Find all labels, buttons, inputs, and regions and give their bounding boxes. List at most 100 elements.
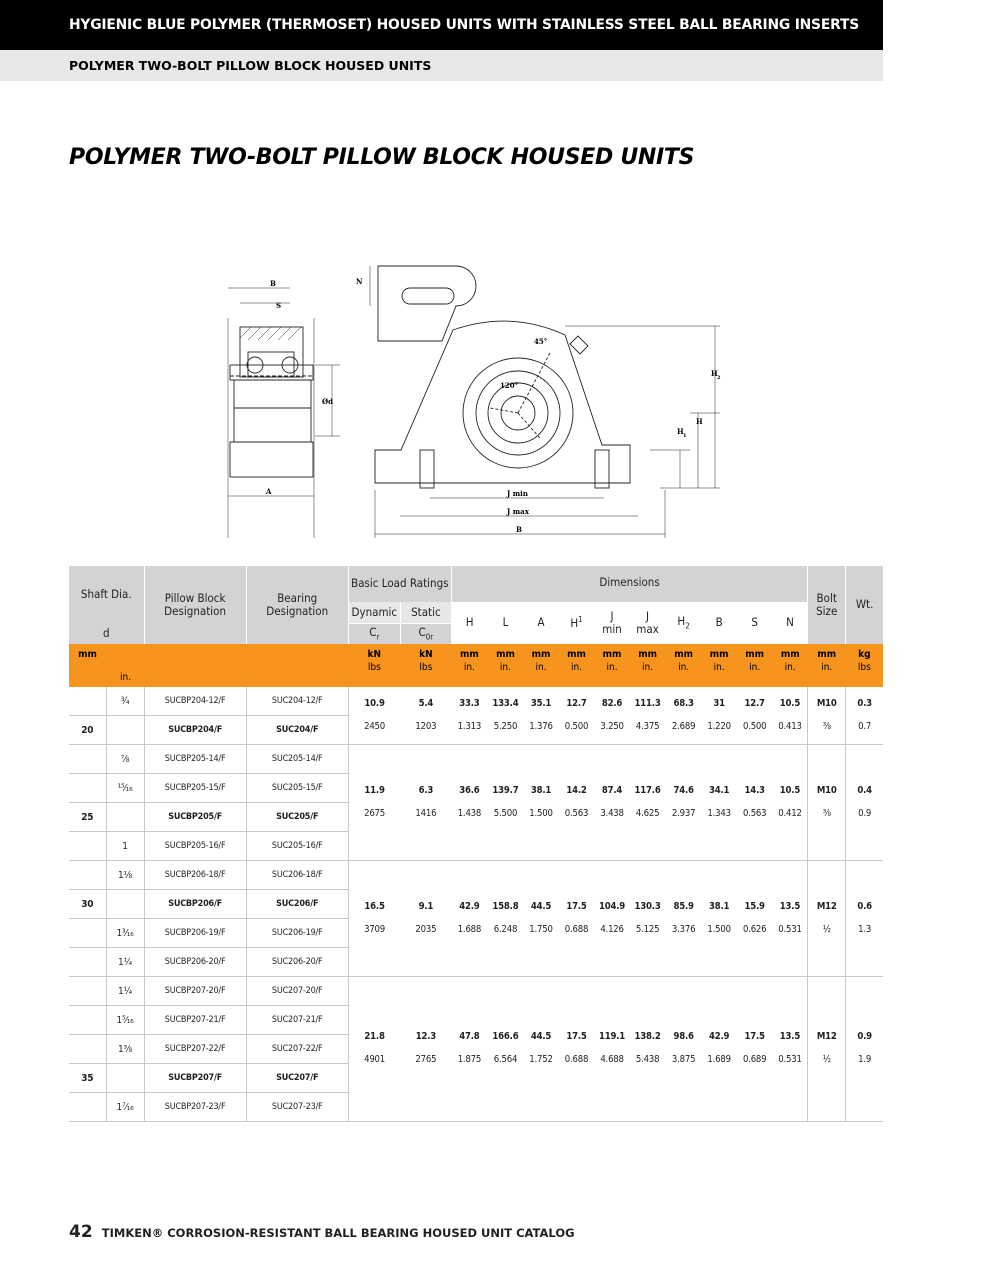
value-metric: 11.9	[364, 784, 385, 796]
value-inch: 0.7	[858, 720, 872, 732]
dimensions-table: Shaft Dia. Pillow Block Designation Bear…	[69, 566, 883, 1122]
value-metric: 117.6	[634, 784, 661, 796]
cell-shaft-in: 1⁵⁄₁₆	[105, 1005, 145, 1035]
value-inch: 2450	[364, 720, 386, 732]
cell-bearing: SUC206/F	[245, 889, 349, 919]
value-inch: 6.248	[493, 923, 518, 935]
cell-shaft-mm: 35	[69, 1063, 107, 1093]
value-inch: 1.3	[858, 923, 872, 935]
value-inch: 4.375	[635, 720, 660, 732]
value-inch: 0.412	[778, 807, 802, 819]
col-l: L	[487, 602, 524, 644]
cell-spec-value: 117.6 4.625	[629, 744, 666, 861]
value-inch: 1.376	[529, 720, 553, 732]
cell-bearing: SUC207-22/F	[245, 1034, 349, 1064]
cell-bearing: SUC207-20/F	[245, 976, 349, 1006]
value-inch: 4901	[364, 1054, 386, 1065]
page-title: POLYMER TWO-BOLT PILLOW BLOCK HOUSED UNI…	[69, 145, 695, 170]
dim-label-h1-sub: 1	[683, 433, 686, 439]
pillow-block-technical-drawing: B S A N Ød 45° 120° H 2 H H 1 J min J ma…	[227, 265, 721, 538]
cell-shaft-mm	[69, 918, 107, 948]
value-metric: M12	[816, 900, 837, 912]
value-inch: 2675	[364, 807, 386, 819]
value-metric: 38.1	[708, 900, 730, 912]
value-metric: 12.7	[744, 697, 765, 709]
dim-label-jmin: J min	[506, 489, 528, 498]
value-inch: ½	[822, 923, 831, 935]
value-metric: M10	[816, 697, 837, 709]
value-metric: 85.9	[673, 900, 694, 912]
cell-shaft-in: 1⅜	[105, 1034, 145, 1064]
value-inch: 1.688	[457, 923, 482, 935]
value-inch: 1.500	[529, 807, 553, 819]
cell-bearing: SUC206-18/F	[245, 860, 349, 890]
cell-bearing: SUC205-16/F	[245, 831, 349, 861]
value-inch: 5.125	[635, 923, 660, 935]
value-metric: 17.5	[566, 900, 587, 912]
cell-pillow-block: SUCBP205-15/F	[143, 773, 247, 803]
col-bearing: Bearing Designation	[246, 566, 349, 644]
col-pillow-block: Pillow Block Designation	[144, 566, 247, 644]
value-inch: 0.626	[742, 923, 767, 935]
cell-pillow-block: SUCBP206/F	[143, 889, 247, 919]
value-inch: 0.563	[742, 807, 767, 819]
value-inch: 0.413	[778, 720, 802, 732]
value-inch: 4.625	[635, 807, 660, 819]
value-inch: 3.438	[600, 807, 624, 819]
cell-bearing: SUC207-23/F	[245, 1092, 349, 1122]
dim-label-120deg: 120°	[500, 381, 518, 390]
value-inch: 5.250	[493, 720, 518, 732]
cell-shaft-mm	[69, 1092, 107, 1122]
cell-shaft-in: ⅞	[105, 744, 145, 774]
side-housing-body	[233, 379, 312, 443]
value-inch: 1.9	[858, 1054, 872, 1065]
col-weight: Wt.	[845, 566, 883, 644]
value-metric: 6.3	[418, 784, 434, 796]
value-inch: 2035	[415, 923, 437, 935]
value-metric: 14.2	[566, 784, 587, 796]
cell-bearing: SUC205/F	[245, 802, 349, 832]
value-inch: 1.438	[457, 807, 482, 819]
value-metric: 5.4	[418, 697, 434, 709]
cell-bearing: SUC204-12/F	[245, 687, 349, 716]
value-inch: 0.531	[778, 1054, 802, 1065]
cell-pillow-block: SUCBP204/F	[143, 715, 247, 745]
cell-shaft-in	[105, 889, 145, 919]
value-inch: 4.126	[600, 923, 624, 935]
value-metric: 130.3	[634, 900, 661, 912]
value-inch: 0.688	[564, 923, 589, 935]
value-metric: 13.5	[779, 900, 801, 912]
value-metric: 139.7	[492, 784, 519, 796]
value-inch: 0.563	[564, 807, 589, 819]
value-inch: 1416	[415, 807, 437, 819]
